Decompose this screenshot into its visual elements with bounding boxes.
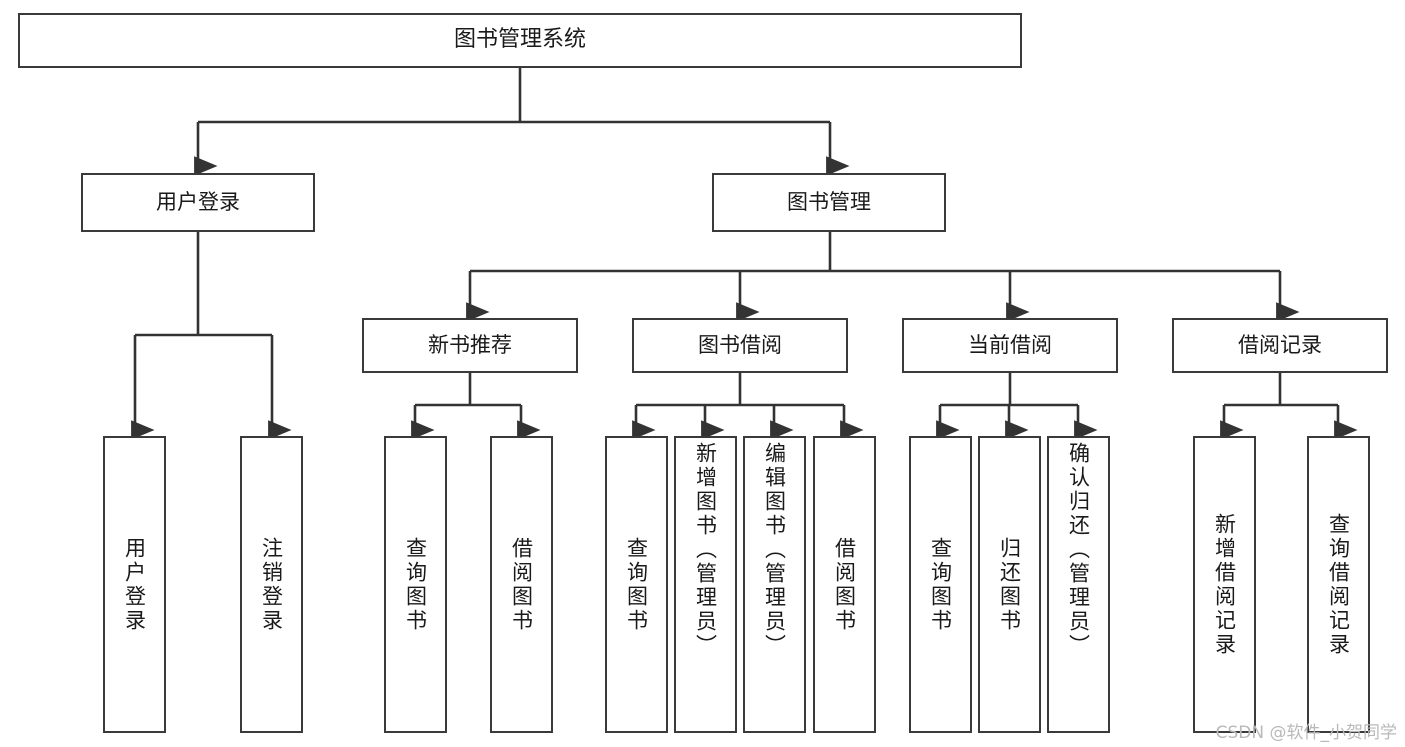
node-leaf-borrow-book-2-label: 借阅图书 [832,536,857,633]
node-leaf-add-book-label: 新增图书（管理员） [693,442,718,658]
node-leaf-return-book[interactable]: 归还图书 [978,436,1041,733]
node-leaf-borrow-book-2[interactable]: 借阅图书 [813,436,876,733]
node-leaf-query-book-2[interactable]: 查询图书 [605,436,668,733]
node-book-borrow[interactable]: 图书借阅 [632,318,848,373]
node-current-borrow[interactable]: 当前借阅 [902,318,1118,373]
node-leaf-query-record-label: 查询借阅记录 [1326,512,1351,657]
node-leaf-query-book-3-label: 查询图书 [928,536,953,633]
node-leaf-logout[interactable]: 注销登录 [240,436,303,733]
node-borrow-record[interactable]: 借阅记录 [1172,318,1388,373]
node-book-manage-label: 图书管理 [787,189,871,214]
node-new-book-recommend-label: 新书推荐 [428,332,512,357]
node-leaf-user-login[interactable]: 用户登录 [103,436,166,733]
node-current-borrow-label: 当前借阅 [968,332,1052,357]
node-leaf-confirm-return-label: 确认归还（管理员） [1066,442,1091,658]
node-leaf-query-book-1[interactable]: 查询图书 [384,436,447,733]
node-leaf-query-book-1-label: 查询图书 [403,536,428,633]
watermark-text: CSDN @软件_小贺同学 [1215,723,1397,743]
node-leaf-edit-book-label: 编辑图书（管理员） [762,442,787,658]
node-leaf-user-login-label: 用户登录 [122,536,147,633]
node-root[interactable]: 图书管理系统 [18,13,1022,68]
node-root-label: 图书管理系统 [453,27,586,53]
node-leaf-query-record[interactable]: 查询借阅记录 [1307,436,1370,733]
node-leaf-borrow-book-1[interactable]: 借阅图书 [490,436,553,733]
node-new-book-recommend[interactable]: 新书推荐 [362,318,578,373]
node-leaf-logout-label: 注销登录 [259,536,284,633]
node-book-manage[interactable]: 图书管理 [712,173,946,232]
node-book-borrow-label: 图书借阅 [698,332,782,357]
node-leaf-return-book-label: 归还图书 [997,536,1022,633]
node-leaf-edit-book[interactable]: 编辑图书（管理员） [743,436,806,733]
node-leaf-add-book[interactable]: 新增图书（管理员） [674,436,737,733]
node-leaf-query-book-3[interactable]: 查询图书 [909,436,972,733]
node-user-login[interactable]: 用户登录 [81,173,315,232]
node-user-login-label: 用户登录 [156,189,240,214]
node-leaf-borrow-book-1-label: 借阅图书 [509,536,534,633]
node-leaf-add-record[interactable]: 新增借阅记录 [1193,436,1256,733]
node-leaf-query-book-2-label: 查询图书 [624,536,649,633]
node-borrow-record-label: 借阅记录 [1238,332,1322,357]
node-leaf-add-record-label: 新增借阅记录 [1212,512,1237,657]
node-leaf-confirm-return[interactable]: 确认归还（管理员） [1047,436,1110,733]
